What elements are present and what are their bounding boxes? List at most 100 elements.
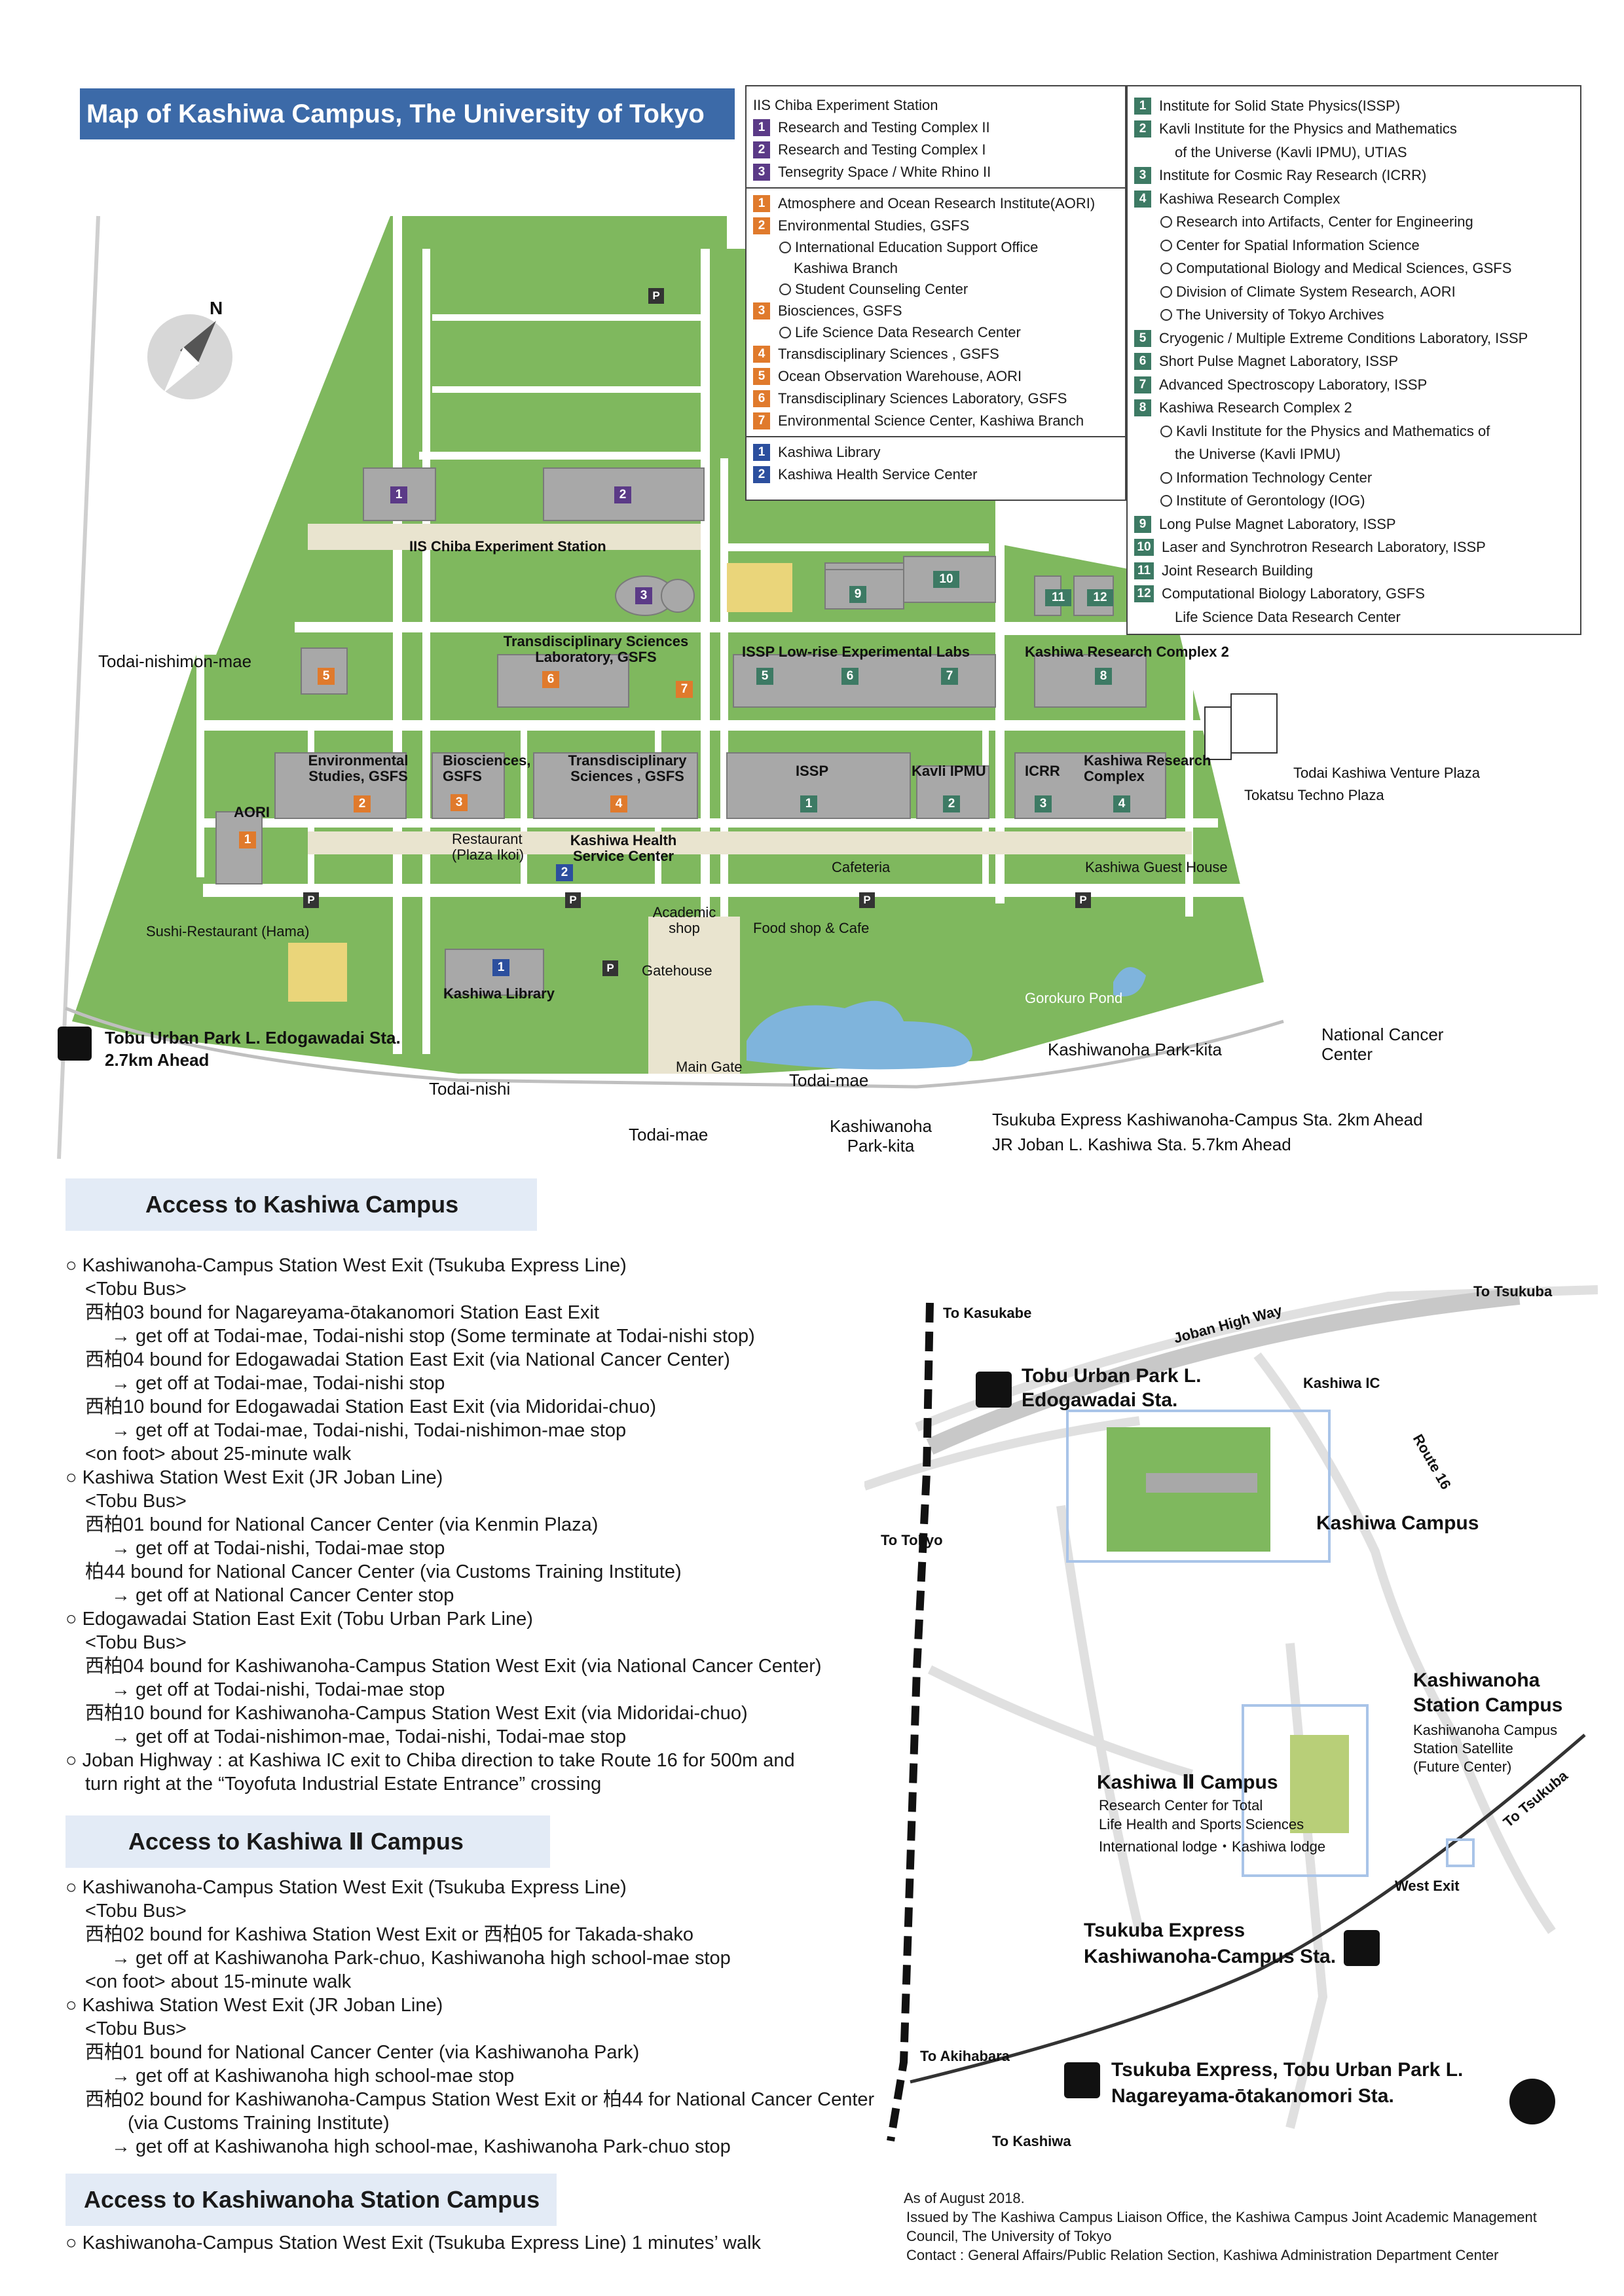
area-tx-2[interactable]: Kashiwanoha-Campus Sta.: [1084, 1946, 1337, 1967]
bus-stop-todai-nishi[interactable]: Todai-nishi: [429, 1079, 511, 1099]
map-label-krc2: Kashiwa Research Complex 2: [1025, 644, 1229, 660]
bullet-icon: [779, 283, 791, 295]
area-station-campus-1[interactable]: Kashiwanoha: [1413, 1669, 1540, 1691]
map-badge-krc2-8[interactable]: 8: [1095, 668, 1112, 685]
legend-label: The University of Tokyo Archives: [1176, 306, 1384, 323]
footer-line: Issued by The Kashiwa Campus Liaison Off…: [906, 2209, 1537, 2225]
legend-badge: 6: [1134, 353, 1151, 371]
area-kashiwa-campus[interactable]: Kashiwa Campus: [1316, 1512, 1479, 1534]
map-badge-issp-1[interactable]: 1: [800, 795, 817, 812]
map-label-icrr: ICRR: [1025, 763, 1060, 779]
legend-badge: 3: [753, 164, 770, 181]
legend-subitem: Computational Biology and Medical Scienc…: [1134, 257, 1574, 281]
legend-badge: 3: [1134, 167, 1151, 185]
bus-stop-todai-mae-2[interactable]: Todai-mae: [789, 1070, 869, 1090]
map-badge-gsfs-6[interactable]: 6: [542, 671, 559, 688]
map-label-gatehouse: Gatehouse: [642, 962, 712, 979]
access-line: → get off at Kashiwanoha Park-chuo, Kash…: [111, 1948, 731, 1969]
bus-stop-nishimon[interactable]: Todai-nishimon-mae: [98, 651, 252, 671]
area-station-campus-2[interactable]: Station Campus: [1413, 1694, 1563, 1716]
area-tx-1[interactable]: Tsukuba Express: [1084, 1920, 1246, 1941]
legend-continuation: of the Universe (Kavli IPMU), UTIAS: [1175, 143, 1407, 160]
map-label-maingate: Main Gate: [676, 1059, 743, 1075]
legend-badge: 1: [753, 444, 770, 461]
map-badge-iis-3[interactable]: 3: [635, 587, 652, 604]
map-badge-gsfs-1[interactable]: 1: [239, 831, 256, 848]
map-badge-9[interactable]: 9: [849, 586, 866, 603]
area-to-tokyo: To Tokyo: [881, 1532, 943, 1548]
area-edogawadai-2[interactable]: Edogawadai Sta.: [1022, 1389, 1178, 1411]
map-badge-12[interactable]: 12: [1087, 589, 1113, 606]
train-icon: [976, 1372, 1012, 1408]
station-tx[interactable]: Tsukuba Express Kashiwanoha-Campus Sta. …: [992, 1110, 1423, 1129]
legend-label: Atmosphere and Ocean Research Institute(…: [778, 195, 1096, 211]
map-badge-library-1[interactable]: 1: [492, 959, 509, 976]
access-line: → get off at Todai-mae, Todai-nishi, Tod…: [111, 1420, 627, 1441]
area-kashiwa2-l1: Research Center for Total: [1099, 1797, 1263, 1813]
bus-stop-cancer-center[interactable]: National Cancer Center: [1321, 1025, 1444, 1064]
map-badge-10[interactable]: 10: [933, 571, 959, 588]
footer-line: Contact : General Affairs/Public Relatio…: [906, 2247, 1499, 2263]
footer-line: As of August 2018.: [904, 2190, 1025, 2206]
map-badge-gsfs-4[interactable]: 4: [610, 795, 627, 812]
station-edogawadai[interactable]: Tobu Urban Park L. Edogawadai Sta.: [105, 1028, 401, 1048]
map-badge-11[interactable]: 11: [1045, 589, 1071, 606]
access-kashiwa2-list: ○ Kashiwanoha-Campus Station West Exit (…: [65, 1876, 874, 2159]
legend-badge: 1: [1134, 97, 1151, 115]
legend-badge: 2: [753, 217, 770, 234]
legend-subitem: Information Technology Center: [1134, 466, 1574, 490]
access-line: → get off at Todai-nishi, Todai-mae stop: [111, 1538, 445, 1559]
legend-badge: 1: [753, 119, 770, 136]
legend-label: Division of Climate System Research, AOR…: [1176, 283, 1456, 300]
parking-icon: P: [602, 960, 618, 976]
area-edogawadai-1[interactable]: Tobu Urban Park L.: [1022, 1365, 1202, 1387]
area-to-akihabara: To Akihabara: [920, 2048, 1010, 2064]
map-badge-gsfs-5[interactable]: 5: [318, 668, 335, 685]
legend-label: Kashiwa Library: [778, 444, 881, 460]
legend-badge: 11: [1134, 562, 1154, 579]
legend-label: International Education Support Office: [795, 239, 1039, 255]
map-badge-health-2[interactable]: 2: [556, 864, 573, 881]
map-badge-iis-1[interactable]: 1: [390, 486, 407, 503]
map-badge-iis-2[interactable]: 2: [614, 486, 631, 503]
map-badge-issp-6[interactable]: 6: [841, 668, 858, 685]
bus-stop-park-kita-2[interactable]: Kashiwanoha Park-kita: [1048, 1040, 1222, 1059]
legend-subitem: Institute of Gerontology (IOG): [1134, 490, 1574, 513]
bus-stop-park-kita[interactable]: Kashiwanoha Park-kita: [829, 1116, 932, 1156]
access-line: 西柏04 bound for Edogawadai Station East E…: [85, 1349, 730, 1370]
map-badge-issp-7[interactable]: 7: [941, 668, 958, 685]
legend-label: Kavli Institute for the Physics and Math…: [1176, 422, 1490, 439]
map-badge-kavli-2[interactable]: 2: [943, 795, 960, 812]
map-badge-gsfs-7[interactable]: 7: [676, 681, 693, 698]
map-badge-gsfs-3[interactable]: 3: [451, 794, 468, 811]
area-nagareyama-2[interactable]: Nagareyama-ōtakanomori Sta.: [1111, 2085, 1394, 2107]
area-map[interactable]: [864, 1277, 1598, 2147]
legend-subitem: Life Science Data Research Center: [753, 322, 1118, 343]
access-line: <Tobu Bus>: [85, 1279, 187, 1300]
legend-badge: 4: [1134, 190, 1151, 208]
map-badge-gsfs-2[interactable]: 2: [354, 795, 371, 812]
area-kashiwa2[interactable]: Kashiwa Ⅱ Campus: [1097, 1772, 1278, 1793]
map-badge-krc-4[interactable]: 4: [1113, 795, 1130, 812]
legend-item: 1 Institute for Solid State Physics(ISSP): [1134, 94, 1574, 118]
legend-badge: 5: [1134, 329, 1151, 347]
parking-icon: P: [303, 892, 319, 908]
area-nagareyama-1[interactable]: Tsukuba Express, Tobu Urban Park L.: [1111, 2059, 1464, 2081]
map-label-aori: AORI: [234, 804, 270, 820]
legend-label: Institute for Solid State Physics(ISSP): [1159, 97, 1401, 114]
map-badge-issp-5[interactable]: 5: [756, 668, 773, 685]
train-icon: [58, 1027, 92, 1061]
map-label-health: Kashiwa Health Service Center: [570, 832, 677, 864]
bus-stop-todai-mae[interactable]: Todai-mae: [629, 1125, 709, 1144]
access-line: 西柏01 bound for National Cancer Center (v…: [85, 1514, 599, 1535]
map-badge-icrr-3[interactable]: 3: [1035, 795, 1052, 812]
area-west-exit: West Exit: [1395, 1878, 1460, 1894]
access-line: → get off at Todai-nishimon-mae, Todai-n…: [111, 1726, 627, 1747]
station-jr[interactable]: JR Joban L. Kashiwa Sta. 5.7km Ahead: [992, 1135, 1291, 1154]
legend-label: Life Science Data Research Center: [795, 324, 1021, 340]
